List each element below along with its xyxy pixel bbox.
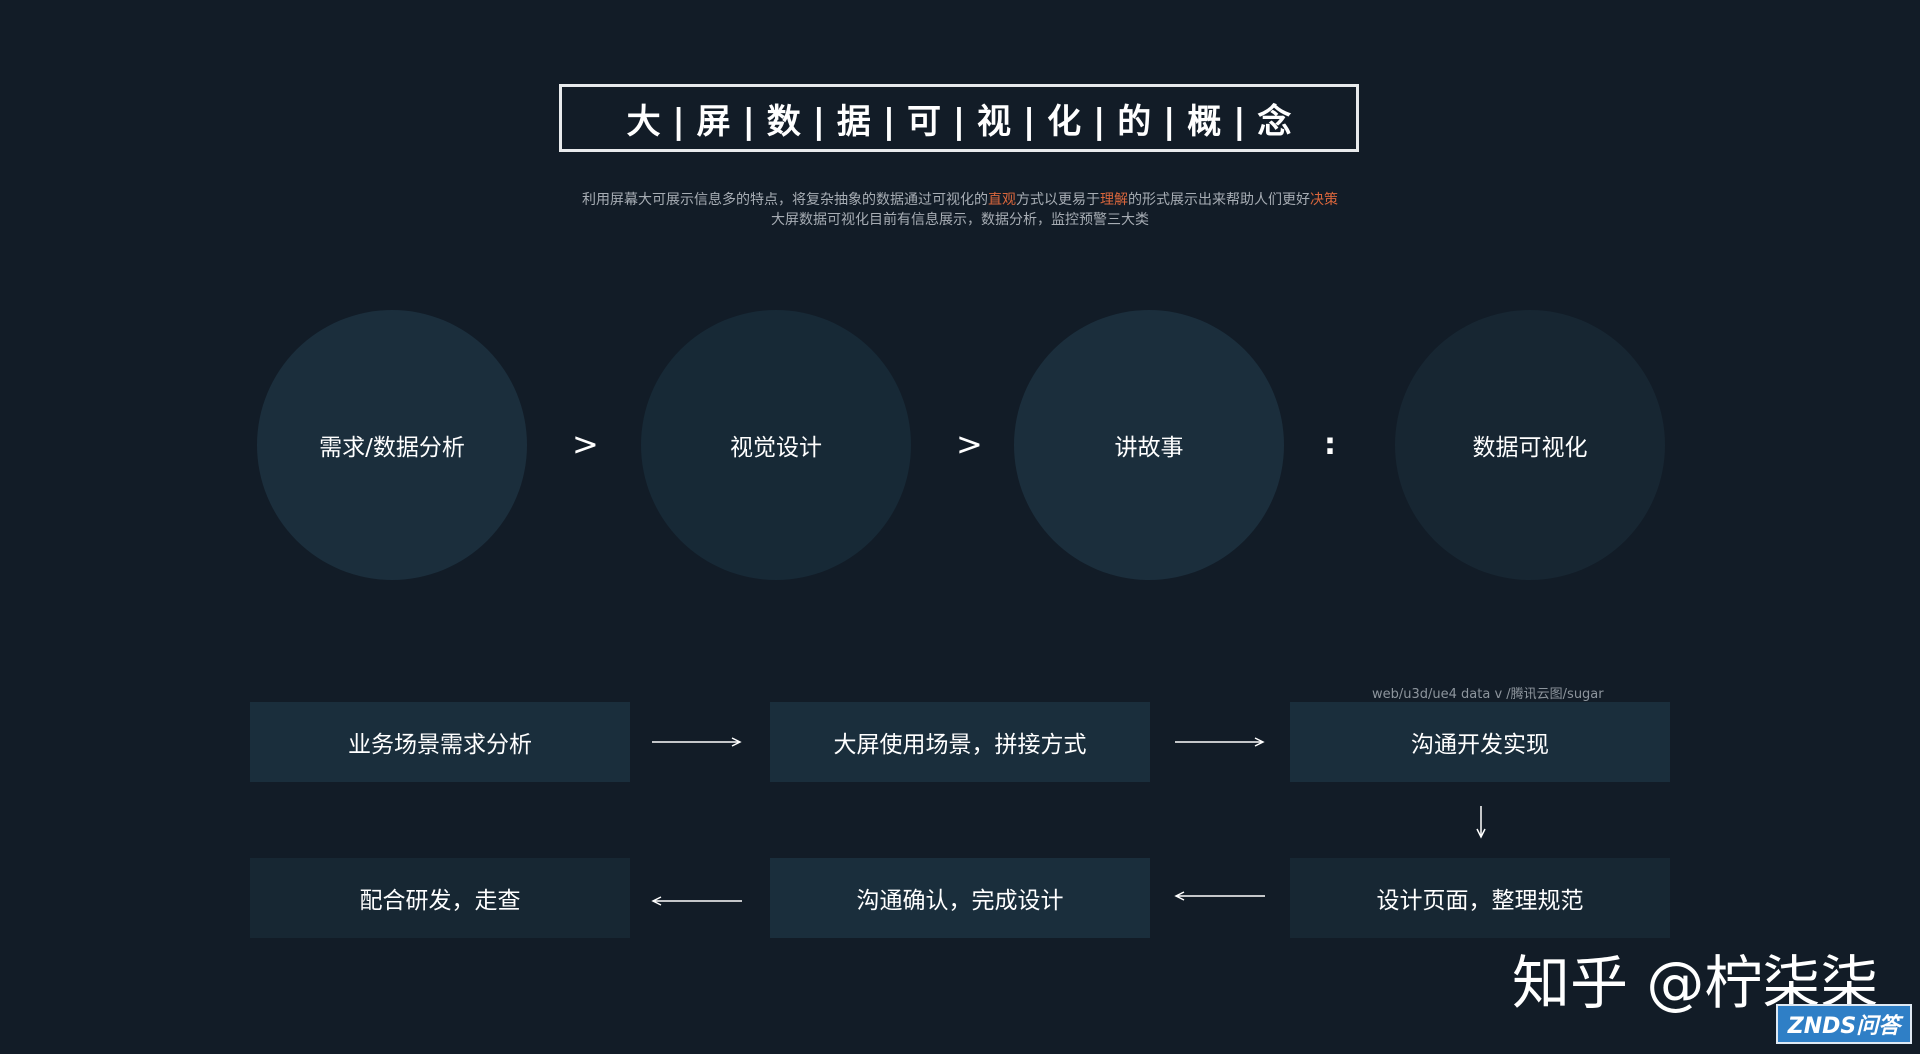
arrow-left-icon xyxy=(651,896,742,906)
flow-step-label: 沟通开发实现 xyxy=(1411,732,1549,758)
flow-step-label: 配合研发，走查 xyxy=(359,888,521,914)
subtitle-line-2: 大屏数据可视化目前有信息展示，数据分析，监控预警三大类 xyxy=(771,212,1149,228)
subtitle-text: 方式以更易于 xyxy=(1016,192,1100,208)
flow-step-dev-review: 配合研发，走查 xyxy=(250,858,630,938)
subtitle: 利用屏幕大可展示信息多的特点，将复杂抽象的数据通过可视化的直观方式以更易于理解的… xyxy=(460,190,1460,230)
flow-step-label: 大屏使用场景，拼接方式 xyxy=(833,732,1087,758)
circle-label: 讲故事 xyxy=(1114,435,1184,461)
subtitle-highlight: 决策 xyxy=(1310,192,1338,208)
flow-step-page-design: 设计页面，整理规范 xyxy=(1290,858,1670,938)
flow-step-business-analysis: 业务场景需求分析 xyxy=(250,702,630,782)
znds-logo: ZNDS问答 xyxy=(1776,1004,1912,1044)
circle-label: 需求/数据分析 xyxy=(319,435,465,461)
circle-visual-design: 视觉设计 xyxy=(641,310,911,580)
circle-requirement-analysis: 需求/数据分析 xyxy=(257,310,527,580)
circle-label: 数据可视化 xyxy=(1472,435,1588,461)
flow-step-label: 业务场景需求分析 xyxy=(348,732,532,758)
arrow-right-icon xyxy=(652,737,742,747)
flow-step-confirm-design: 沟通确认，完成设计 xyxy=(770,858,1150,938)
circle-storytelling: 讲故事 xyxy=(1014,310,1284,580)
flow-step-label: 设计页面，整理规范 xyxy=(1376,888,1584,914)
colon-operator: : xyxy=(1324,427,1336,462)
flow-step-label: 沟通确认，完成设计 xyxy=(856,888,1064,914)
page-title: 大 | 屏 | 数 | 据 | 可 | 视 | 化 | 的 | 概 | 念 xyxy=(626,101,1292,142)
arrow-down-icon xyxy=(1476,806,1486,839)
title-box: 大 | 屏 | 数 | 据 | 可 | 视 | 化 | 的 | 概 | 念 xyxy=(559,84,1359,152)
greater-than-operator: > xyxy=(956,425,983,463)
subtitle-text: 的形式展示出来帮助人们更好 xyxy=(1128,192,1310,208)
arrow-right-icon xyxy=(1175,737,1265,747)
subtitle-highlight: 直观 xyxy=(988,192,1016,208)
circle-data-visualization: 数据可视化 xyxy=(1395,310,1665,580)
flow-step-usage-scenario: 大屏使用场景，拼接方式 xyxy=(770,702,1150,782)
subtitle-text: 利用屏幕大可展示信息多的特点，将复杂抽象的数据通过可视化的 xyxy=(582,192,988,208)
subtitle-line-1: 利用屏幕大可展示信息多的特点，将复杂抽象的数据通过可视化的直观方式以更易于理解的… xyxy=(460,190,1460,210)
circle-label: 视觉设计 xyxy=(730,435,822,461)
subtitle-highlight: 理解 xyxy=(1100,192,1128,208)
greater-than-operator: > xyxy=(572,425,599,463)
arrow-left-icon xyxy=(1174,891,1265,901)
flow-step-dev-communication: 沟通开发实现 xyxy=(1290,702,1670,782)
tech-stack-note: web/u3d/ue4 data v /腾讯云图/sugar xyxy=(1372,687,1604,702)
